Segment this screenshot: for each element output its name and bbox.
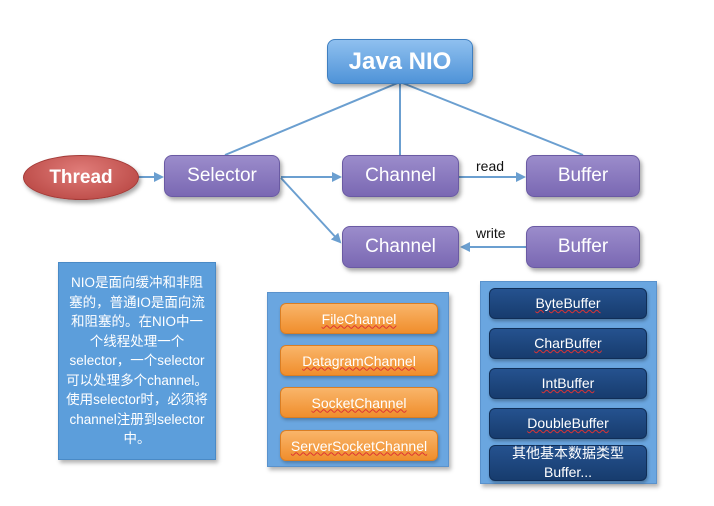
arrow-selector-channel-bottom (280, 177, 342, 244)
buffer-type-item: IntBuffer (489, 368, 647, 399)
channel-type-item: DatagramChannel (280, 345, 438, 376)
buffer-node-bottom: Buffer (526, 226, 640, 268)
nio-description-text: NIO是面向缓冲和非阻塞的，普通IO是面向流和阻塞的。在NIO中一个线程处理一个… (66, 275, 208, 447)
line-nio-buffer (399, 81, 584, 156)
buffer-types-panel: ByteBuffer CharBuffer IntBuffer DoubleBu… (480, 281, 657, 484)
buffer-type-item: ByteBuffer (489, 288, 647, 319)
read-label: read (476, 158, 505, 174)
thread-node: Thread (23, 155, 139, 200)
buffer-type-item: CharBuffer (489, 328, 647, 359)
channel-node-top: Channel (342, 155, 459, 197)
buffer-node-top: Buffer (526, 155, 640, 197)
buffer-type-item: DoubleBuffer (489, 408, 647, 439)
channel-type-item: ServerSocketChannel (280, 430, 438, 461)
write-label: write (476, 225, 506, 241)
channel-node-bottom: Channel (342, 226, 459, 268)
channel-types-panel: FileChannel DatagramChannel SocketChanne… (267, 292, 449, 467)
channel-type-item: SocketChannel (280, 387, 438, 418)
line-nio-selector (224, 81, 401, 156)
selector-node: Selector (164, 155, 280, 197)
nio-description-note: NIO是面向缓冲和非阻塞的，普通IO是面向流和阻塞的。在NIO中一个线程处理一个… (58, 262, 216, 460)
buffer-type-item-other: 其他基本数据类型Buffer... (489, 445, 647, 481)
channel-type-item: FileChannel (280, 303, 438, 334)
java-nio-title: Java NIO (327, 39, 473, 84)
